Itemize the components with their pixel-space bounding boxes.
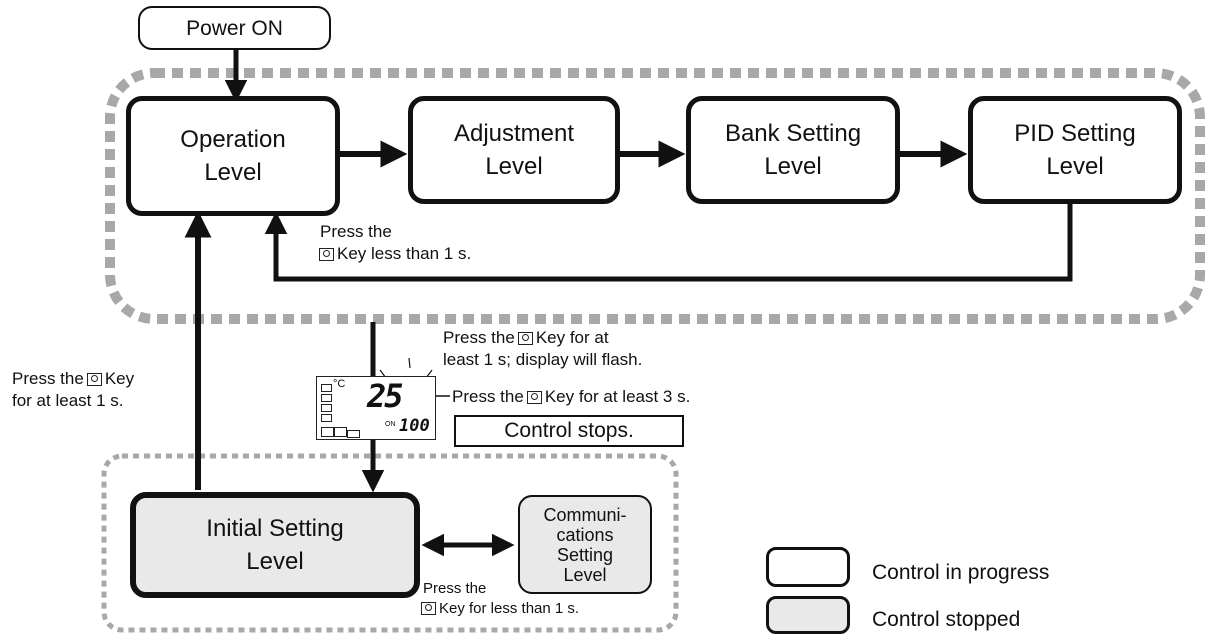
arrow-pid-return-to-operation bbox=[264, 203, 1073, 282]
key-icon bbox=[421, 602, 436, 615]
display-main-value: 25 bbox=[367, 377, 404, 415]
operation-level-label: Operation Level bbox=[180, 126, 286, 186]
display-indicator bbox=[347, 430, 360, 438]
display-indicator bbox=[334, 427, 347, 437]
flash-note-line2: least 1 s; display will flash. bbox=[443, 350, 643, 369]
legend-stopped-swatch bbox=[766, 596, 850, 634]
display-indicator bbox=[321, 394, 332, 402]
return-note-line2: Key less than 1 s. bbox=[316, 243, 471, 265]
controller-display: °C ON 25 100 bbox=[316, 376, 436, 440]
control-stops-box: Control stops. bbox=[454, 415, 684, 447]
operation-level-box: Operation Level bbox=[126, 96, 340, 216]
pid-setting-level-box: PID Setting Level bbox=[968, 96, 1182, 204]
display-indicator bbox=[321, 404, 332, 412]
power-on-box: Power ON bbox=[138, 6, 331, 50]
adjustment-level-label: Adjustment Level bbox=[453, 120, 575, 180]
left-note-line2: for at least 1 s. bbox=[12, 391, 124, 410]
display-sub-value: 100 bbox=[399, 416, 430, 436]
display-indicator bbox=[321, 384, 332, 392]
comm-note-line1: Press the bbox=[423, 580, 487, 597]
initial-setting-level-label: Initial Setting Level bbox=[206, 515, 344, 575]
key-icon bbox=[86, 373, 102, 386]
return-note-line1: Press the bbox=[320, 222, 392, 241]
comm-note-line2: Key for less than 1 s. bbox=[418, 600, 579, 618]
power-on-label: Power ON bbox=[186, 16, 283, 40]
bank-setting-level-box: Bank Setting Level bbox=[686, 96, 900, 204]
display-unit: °C bbox=[333, 378, 346, 390]
display-indicator bbox=[321, 414, 332, 422]
initial-setting-level-box: Initial Setting Level bbox=[130, 492, 420, 598]
control-stops-label: Control stops. bbox=[504, 419, 634, 442]
legend-in-progress-label: Control in progress bbox=[872, 561, 1050, 584]
communications-setting-level-label: Communi- cations Setting Level bbox=[543, 504, 627, 585]
key-icon bbox=[517, 332, 533, 345]
pid-setting-level-label: PID Setting Level bbox=[1014, 120, 1136, 180]
communications-setting-level-box: Communi- cations Setting Level bbox=[518, 495, 652, 594]
key-icon bbox=[319, 248, 334, 261]
bank-setting-level-label: Bank Setting Level bbox=[724, 120, 862, 180]
control-in-progress-region bbox=[105, 68, 1205, 324]
display-tiny-label: ON bbox=[385, 421, 396, 428]
legend-in-progress-swatch bbox=[766, 547, 850, 587]
adjustment-level-box: Adjustment Level bbox=[408, 96, 620, 204]
key-icon bbox=[526, 391, 542, 404]
display-indicator bbox=[321, 427, 334, 437]
control-stopped-region bbox=[101, 453, 679, 633]
legend-stopped-label: Control stopped bbox=[872, 608, 1021, 631]
